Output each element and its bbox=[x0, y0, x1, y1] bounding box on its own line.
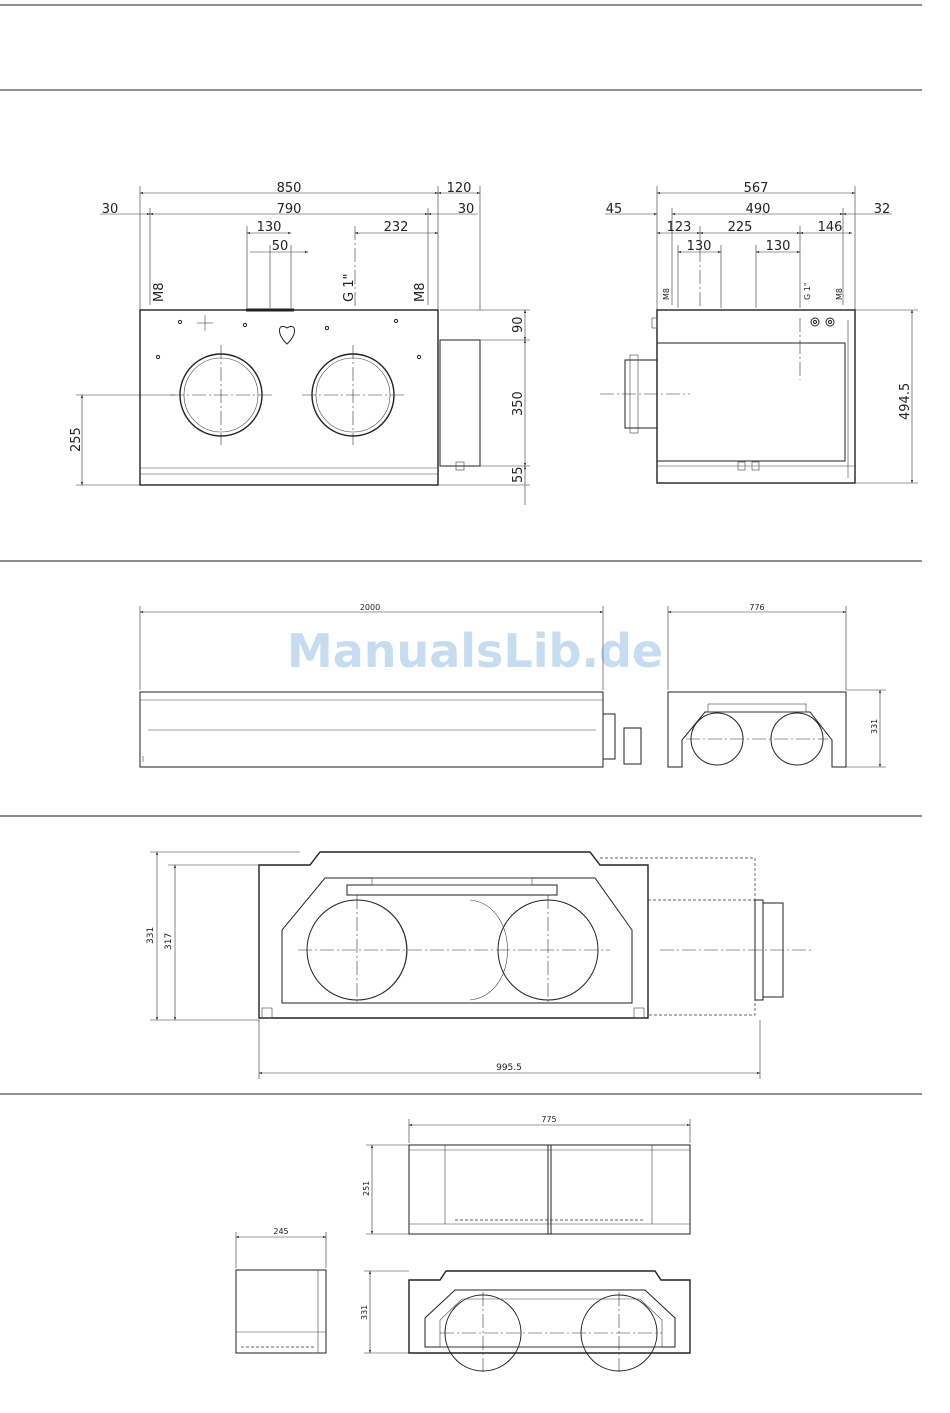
side-dim-b: 225 bbox=[728, 220, 753, 235]
dim-inner: 790 bbox=[277, 202, 302, 217]
dim-height-top: 90 bbox=[511, 316, 526, 333]
bottom-dim-width-top: 775 bbox=[541, 1115, 556, 1124]
side-dim-e: 130 bbox=[766, 239, 791, 254]
dim-right-offset: 30 bbox=[458, 202, 475, 217]
pipe-label: G 1" bbox=[342, 274, 357, 302]
bottom-dim-height-side: 331 bbox=[360, 1305, 369, 1320]
unit-dim-height-outer: 331 bbox=[146, 927, 156, 944]
duct-dim-width: 776 bbox=[749, 603, 764, 612]
bottom-views: 775 251 245 331 bbox=[236, 1115, 690, 1374]
side-thread-right: M8 bbox=[835, 288, 844, 300]
side-dim-overall: 567 bbox=[744, 181, 769, 196]
duct-dim-length: 2000 bbox=[360, 603, 380, 612]
unit-view: 331 317 995.5 bbox=[146, 852, 812, 1079]
side-view: 567 45 490 32 123 225 146 130 130 M8 G 1… bbox=[600, 181, 918, 483]
side-thread-left: M8 bbox=[662, 288, 671, 300]
dim-height-mid: 350 bbox=[511, 391, 526, 416]
thread-label-left: M8 bbox=[152, 283, 167, 303]
side-dim-height: 494.5 bbox=[898, 383, 913, 420]
unit-dim-height-inner: 317 bbox=[164, 933, 174, 950]
section-dividers bbox=[0, 5, 922, 1094]
bottom-dim-width-side: 245 bbox=[273, 1227, 288, 1236]
side-dim-left-offset: 45 bbox=[606, 202, 623, 217]
dim-spacing-a: 130 bbox=[257, 220, 282, 235]
thread-label-right: M8 bbox=[413, 283, 428, 303]
dim-side: 120 bbox=[447, 181, 472, 196]
side-dim-right-offset: 32 bbox=[874, 202, 891, 217]
dim-height-bottom: 55 bbox=[511, 466, 526, 483]
bottom-dim-height-top: 251 bbox=[362, 1181, 371, 1196]
watermark: ManualsLib.de bbox=[287, 624, 663, 678]
dim-spacing-c: 232 bbox=[384, 220, 409, 235]
side-dim-inner: 490 bbox=[746, 202, 771, 217]
dim-height-left: 255 bbox=[69, 427, 84, 452]
dim-left-offset: 30 bbox=[102, 202, 119, 217]
front-view: 850 120 30 790 30 130 50 232 M8 G 1" M8 … bbox=[69, 181, 530, 505]
duct-view: 2000 776 331 ManualsLib.de bbox=[140, 603, 886, 767]
unit-dim-width: 995.5 bbox=[496, 1063, 522, 1073]
side-dim-d: 130 bbox=[687, 239, 712, 254]
side-pipe-label: G 1" bbox=[803, 282, 812, 300]
dim-spacing-b: 50 bbox=[272, 239, 289, 254]
side-dim-a: 123 bbox=[667, 220, 692, 235]
side-dim-c: 146 bbox=[818, 220, 843, 235]
dim-overall: 850 bbox=[277, 181, 302, 196]
duct-dim-height: 331 bbox=[870, 719, 879, 734]
